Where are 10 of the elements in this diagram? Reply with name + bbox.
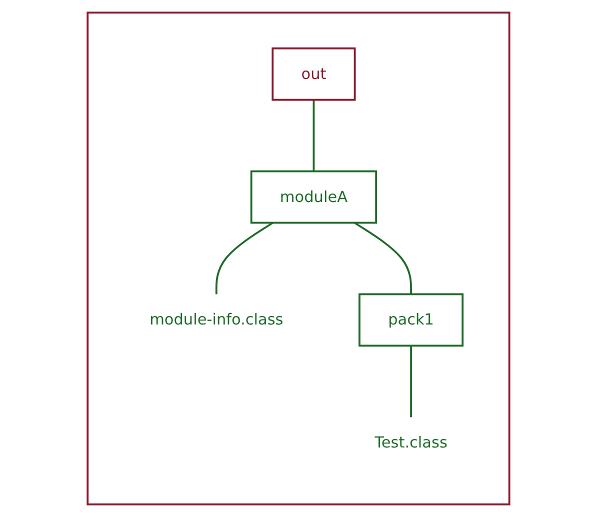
- connector: [353, 222, 412, 294]
- connector: [312, 100, 314, 172]
- node-text: module-info.class: [149, 310, 283, 329]
- node-text: Test.class: [374, 433, 447, 452]
- connector: [410, 346, 412, 418]
- node-box: moduleA: [250, 170, 377, 224]
- cluster: [86, 12, 510, 506]
- node-box: out: [271, 47, 356, 101]
- node-box: pack1: [358, 293, 464, 347]
- connector: [214, 222, 273, 294]
